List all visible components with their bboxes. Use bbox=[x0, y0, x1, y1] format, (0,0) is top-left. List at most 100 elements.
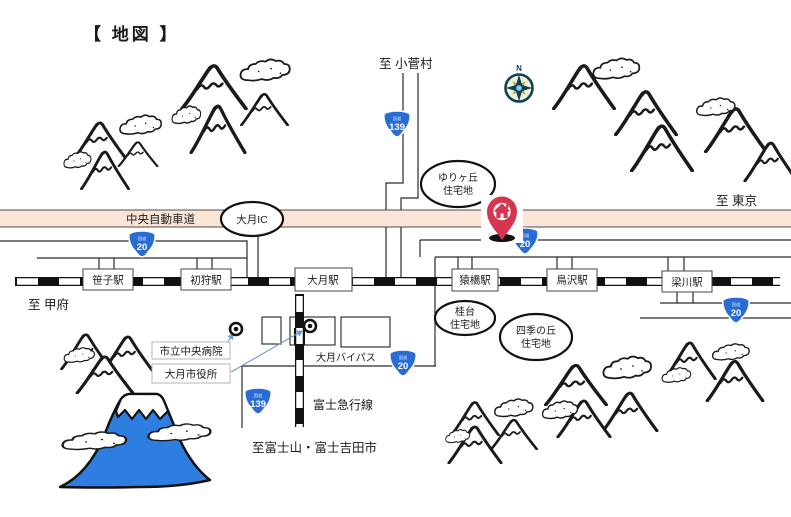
shield-number: 20 bbox=[137, 242, 148, 253]
mountain-range-northwest bbox=[63, 58, 291, 190]
cloud bbox=[661, 367, 692, 383]
station-name: 梁川駅 bbox=[671, 276, 703, 289]
mountain-peak bbox=[705, 359, 765, 402]
shield-caption: 国道 bbox=[732, 301, 741, 308]
mountain-range-northeast bbox=[551, 57, 791, 182]
shield-caption: 国道 bbox=[393, 115, 402, 122]
cityhall-callout-line bbox=[230, 330, 303, 373]
station-saruhashi: 猿橋駅 bbox=[451, 268, 499, 292]
building bbox=[340, 316, 391, 348]
cityhall-marker bbox=[302, 318, 318, 334]
label-box bbox=[151, 341, 231, 360]
residential-yurigaoka: ゆりヶ丘 住宅地 bbox=[419, 159, 497, 209]
ic-label: 大月IC bbox=[236, 213, 268, 226]
shield-caption: 国道 bbox=[399, 354, 408, 361]
station-sasago: 笹子駅 bbox=[82, 268, 134, 291]
direction-west: 至 甲府 bbox=[28, 297, 69, 312]
area-ellipse bbox=[433, 299, 497, 337]
direction-north: 至 小菅村 bbox=[379, 57, 433, 71]
route139-north-road bbox=[385, 73, 419, 277]
station-name: 大月駅 bbox=[307, 274, 339, 287]
facility-callouts: 市立中央病院 大月市役所 bbox=[151, 318, 318, 384]
station-name: 笹子駅 bbox=[92, 274, 124, 287]
mountain-range-southeast bbox=[445, 340, 765, 464]
bypass-label: 大月バイパス bbox=[316, 351, 376, 364]
direction-south: 至富士山・富士吉田市 bbox=[252, 440, 377, 455]
stations: 笹子駅 初狩駅 大月駅 猿橋駅 鳥沢駅 梁川駅 bbox=[82, 267, 713, 293]
station-otsuki: 大月駅 bbox=[294, 267, 353, 292]
chuo-expressway: 中央自動車道 bbox=[0, 209, 791, 228]
station-box bbox=[82, 268, 134, 291]
cloud bbox=[711, 343, 750, 361]
route20-west-road bbox=[0, 236, 259, 277]
route-shield-139-south: 国道 139 bbox=[243, 387, 273, 415]
house-icon bbox=[493, 203, 511, 218]
route20-southeast-road bbox=[640, 302, 791, 319]
cityhall-label: 大月市役所 bbox=[151, 363, 231, 384]
page-title: 【 地図 】 bbox=[84, 24, 179, 44]
area-label-line2: 住宅地 bbox=[450, 318, 480, 331]
cloud bbox=[63, 151, 92, 169]
double-circle-center bbox=[233, 326, 239, 332]
building bbox=[261, 316, 282, 345]
west-frontage-road bbox=[37, 257, 247, 270]
ic-ellipse bbox=[219, 200, 285, 238]
compass-north-label: N bbox=[516, 64, 522, 73]
east-station-links bbox=[457, 257, 694, 303]
label-box bbox=[151, 363, 231, 384]
station-name: 鳥沢駅 bbox=[556, 274, 588, 287]
mountain-peak bbox=[543, 362, 609, 406]
station-box bbox=[294, 267, 353, 292]
hospital-marker bbox=[228, 321, 244, 337]
cloud bbox=[119, 114, 163, 135]
mountain-peak bbox=[240, 92, 289, 126]
area-ellipse bbox=[498, 312, 574, 362]
shield-number: 20 bbox=[731, 308, 742, 319]
hospital-label: 市立中央病院 bbox=[151, 341, 231, 360]
shield-caption: 国道 bbox=[138, 235, 147, 242]
mountain-range-west-small bbox=[60, 332, 156, 394]
residential-katsuradai: 桂台 住宅地 bbox=[433, 299, 497, 337]
fujikyu-line-label: 富士急行線 bbox=[313, 397, 373, 412]
station-name: 猿橋駅 bbox=[459, 274, 491, 287]
area-ellipse bbox=[419, 159, 497, 209]
station-box bbox=[661, 270, 713, 293]
facility-name: 大月市役所 bbox=[165, 368, 218, 381]
mount-fuji bbox=[58, 392, 212, 489]
area-label-line1: ゆりヶ丘 bbox=[438, 172, 478, 184]
expressway-band bbox=[0, 209, 791, 228]
station-torisawa: 鳥沢駅 bbox=[546, 268, 598, 292]
station-name: 初狩駅 bbox=[190, 274, 222, 287]
otsuki-ic: 大月IC bbox=[219, 200, 285, 238]
facility-name: 市立中央病院 bbox=[160, 345, 223, 358]
route-shield-20-bypass: 国道 20 bbox=[388, 349, 418, 377]
area-label-line2: 住宅地 bbox=[443, 184, 473, 197]
station-box bbox=[451, 268, 499, 292]
shield-caption: 国道 bbox=[254, 392, 263, 399]
fuji-snow-cap bbox=[114, 392, 170, 421]
cloud bbox=[602, 355, 652, 380]
shield-number: 20 bbox=[398, 361, 409, 372]
cloud bbox=[239, 58, 291, 82]
station-box bbox=[546, 268, 598, 292]
shield-caption: 国道 bbox=[521, 232, 530, 239]
mountain-peak bbox=[180, 63, 248, 110]
compass-rose: N bbox=[504, 64, 534, 103]
area-label-line1: 桂台 bbox=[455, 305, 475, 318]
area-label-line1: 四季の丘 bbox=[516, 325, 556, 337]
cloud bbox=[494, 398, 534, 418]
station-box bbox=[180, 268, 232, 291]
cloud bbox=[171, 105, 202, 125]
route-shield-20-west: 国道 20 bbox=[127, 230, 157, 258]
route-shield-20-east: 国道 20 bbox=[510, 227, 540, 255]
residential-shikinooka: 四季の丘 住宅地 bbox=[498, 312, 574, 362]
route-shield-20-southeast: 国道 20 bbox=[721, 296, 751, 324]
route20-east-road bbox=[419, 239, 791, 366]
mountain-peak bbox=[601, 390, 659, 432]
shield-number: 20 bbox=[520, 239, 531, 250]
compass-cardinal-points bbox=[505, 74, 533, 102]
station-hatsukari: 初狩駅 bbox=[180, 268, 232, 291]
mountain-peak bbox=[117, 140, 159, 167]
mountain-peak bbox=[613, 89, 679, 136]
